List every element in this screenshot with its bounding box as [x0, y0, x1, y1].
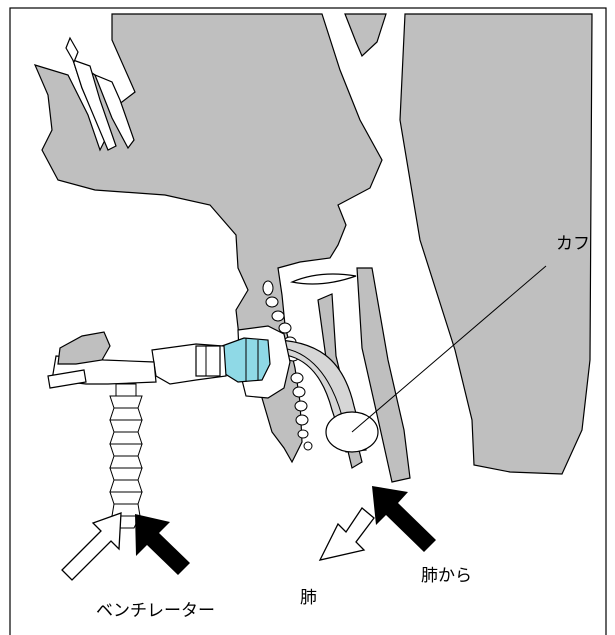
from-lung-label: 肺から: [421, 568, 472, 585]
ventilator-label: ベンチレーター: [96, 603, 215, 620]
to-lung-label: 肺: [300, 590, 317, 607]
cuff-label: カフ: [556, 236, 590, 253]
corrugated-tube: [110, 384, 142, 528]
